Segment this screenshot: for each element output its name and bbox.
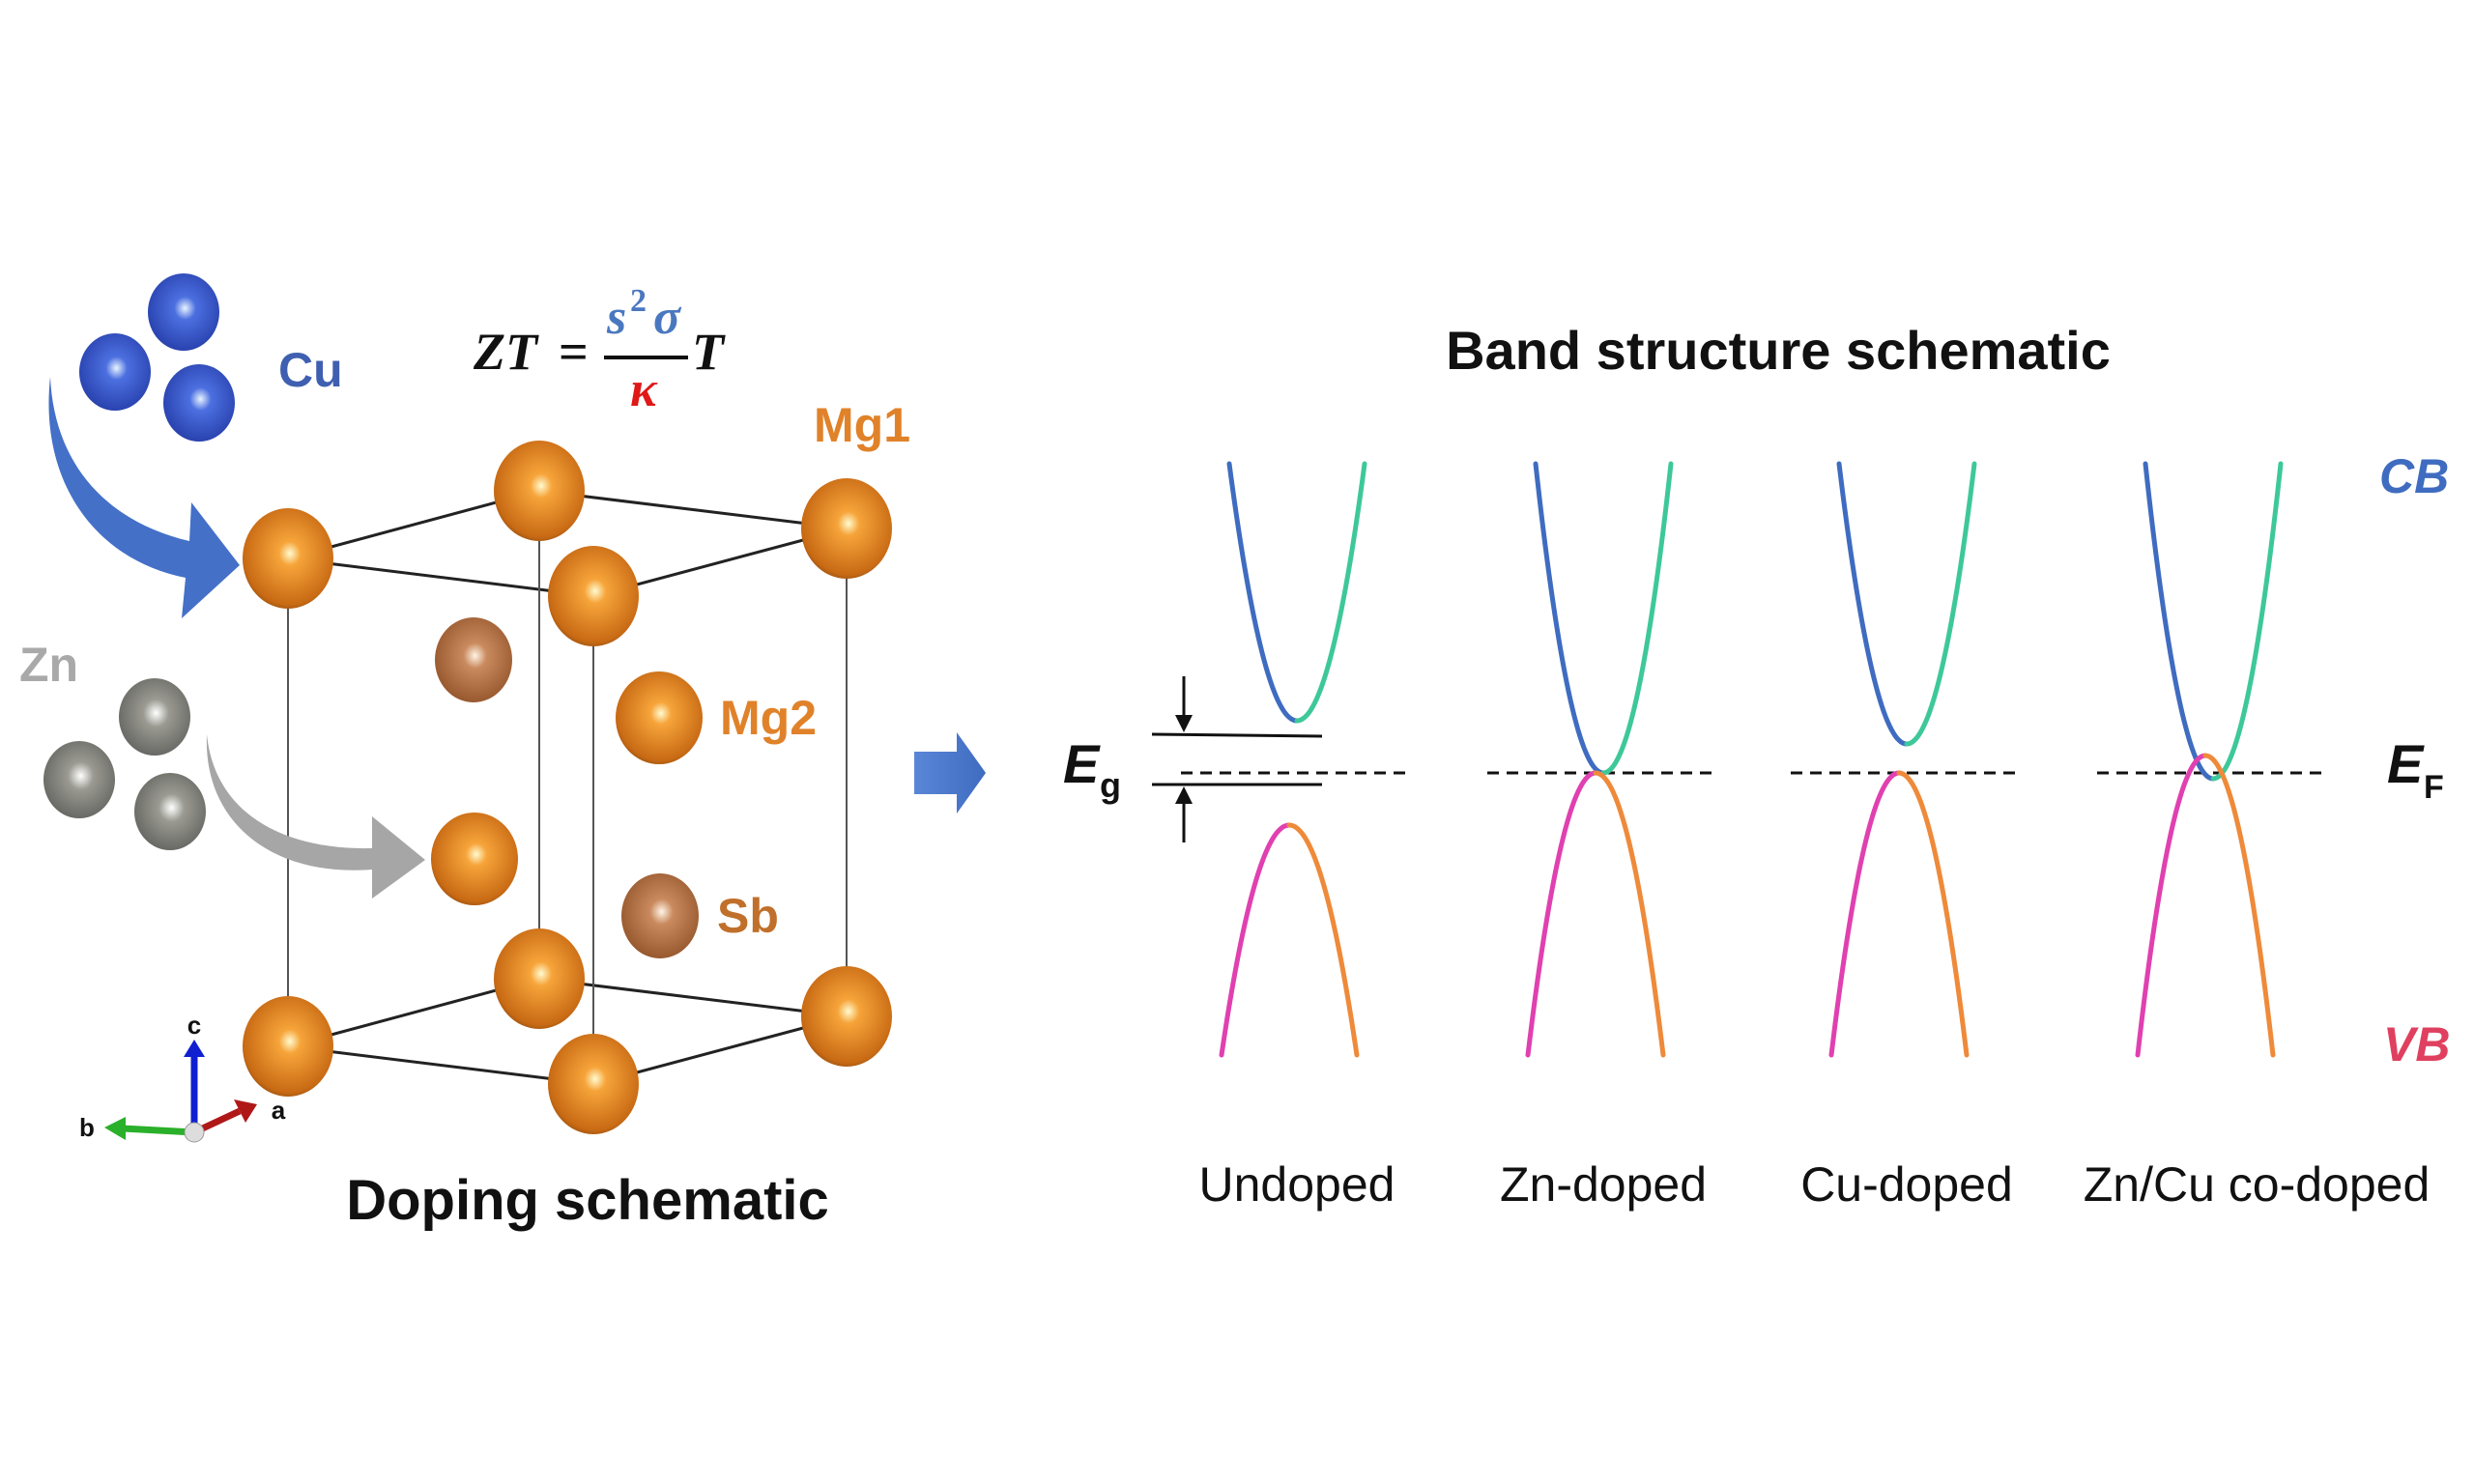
equation-lhs: ZT: [473, 323, 539, 381]
valence-band-right: [2202, 753, 2276, 1058]
mg2-label: Mg2: [720, 691, 817, 745]
mg1-atom: [494, 928, 585, 1029]
eg-subscript: g: [1100, 765, 1121, 805]
conduction-band-left: [1836, 461, 1910, 747]
cu-atom: [79, 333, 151, 411]
valence-band-left: [2135, 753, 2208, 1058]
band-panel-undoped: [1181, 461, 1413, 1058]
zn-label: Zn: [19, 638, 78, 692]
valence-band-right: [1593, 770, 1666, 1058]
gap-arrow-up: [1175, 786, 1193, 804]
equation-sigma: σ: [653, 290, 682, 345]
cu-doping-arrow: [48, 377, 240, 618]
conduction-band-right: [1294, 461, 1367, 724]
sb-label: Sb: [717, 889, 779, 943]
panel-label: Cu-doped: [1800, 1157, 2013, 1212]
equation-equals: =: [559, 323, 589, 381]
cu-dopant-atoms: [79, 273, 235, 442]
zn-doping-arrow: [206, 734, 425, 899]
mg1-label: Mg1: [814, 398, 910, 452]
equation-rhs: T: [692, 323, 726, 381]
conduction-band-left: [1533, 461, 1606, 776]
sb-atom: [435, 617, 512, 702]
c-axis-arrowhead: [184, 1040, 205, 1057]
band-panel-cu-doped: [1791, 461, 2023, 1058]
panel-label: Undoped: [1199, 1157, 1395, 1212]
cu-atom: [148, 273, 219, 351]
mg1-atom: [243, 996, 333, 1097]
mg1-atoms: [243, 441, 892, 1134]
a-axis-arrowhead: [234, 1099, 257, 1123]
conduction-band-right: [2210, 461, 2284, 782]
ef-label: E: [2387, 733, 2425, 794]
vb-label: VB: [2383, 1017, 2450, 1071]
equation-exponent: 2: [630, 283, 647, 319]
zn-atom: [43, 741, 115, 818]
zn-atom: [119, 678, 190, 756]
mg2-atom: [616, 671, 703, 764]
zt-equation: ZT = s 2 σ κ T: [473, 283, 726, 417]
axes-triad: [104, 1040, 257, 1143]
conduction-band-right: [1600, 461, 1674, 776]
cb-min-line: [1151, 732, 1323, 738]
ef-subscript: F: [2424, 769, 2444, 806]
eg-label: E: [1063, 733, 1101, 794]
band-panel-zn-doped: [1487, 461, 1719, 1058]
axis-a-label: a: [272, 1096, 286, 1125]
cell-edge: [538, 977, 848, 1018]
mg1-atom: [494, 441, 585, 541]
panel-labels: Undoped Zn-doped Cu-doped Zn/Cu co-doped: [1199, 1157, 2431, 1212]
zn-atom: [134, 773, 206, 850]
mg1-atom: [548, 546, 639, 646]
transition-arrow: [914, 732, 986, 813]
valence-band-right: [1286, 822, 1360, 1058]
equation-s: s: [606, 290, 626, 345]
doping-title: Doping schematic: [346, 1169, 829, 1232]
valence-band-left: [1525, 770, 1598, 1058]
equation-kappa: κ: [630, 362, 658, 417]
mg2-atom: [431, 813, 518, 905]
conduction-band-right: [1904, 461, 1977, 747]
cb-label: CB: [2379, 449, 2449, 503]
cell-edge: [287, 556, 594, 598]
gap-arrow-down: [1175, 715, 1193, 732]
mg1-atom: [548, 1034, 639, 1134]
valence-band-left: [1219, 822, 1292, 1058]
conduction-band-left: [1226, 461, 1300, 724]
panel-label: Zn/Cu co-doped: [2084, 1157, 2431, 1212]
mg1-atom: [801, 966, 892, 1067]
zn-dopant-atoms: [43, 678, 206, 850]
band-gap-annotation: E g: [1063, 676, 1323, 842]
unit-cell-verticals: [287, 491, 848, 1084]
cell-edge: [287, 1044, 594, 1086]
cu-atom: [163, 364, 235, 442]
panel-label: Zn-doped: [1500, 1157, 1707, 1212]
b-axis-arrowhead: [104, 1117, 126, 1140]
mg1-atom: [801, 478, 892, 579]
band-panel-zn-cu-co-doped: [2097, 461, 2329, 1058]
mg1-atom: [243, 508, 333, 609]
bands-title: Band structure schematic: [1446, 320, 2111, 381]
cell-edge: [538, 489, 848, 530]
band-panels: [1181, 461, 2329, 1058]
axis-b-label: b: [79, 1113, 95, 1142]
cu-label: Cu: [278, 343, 343, 397]
valence-band-left: [1828, 770, 1902, 1058]
sb-atom: [621, 873, 699, 958]
axis-c-label: c: [187, 1011, 201, 1040]
conduction-band-left: [2143, 461, 2216, 782]
valence-band-right: [1896, 770, 1970, 1058]
